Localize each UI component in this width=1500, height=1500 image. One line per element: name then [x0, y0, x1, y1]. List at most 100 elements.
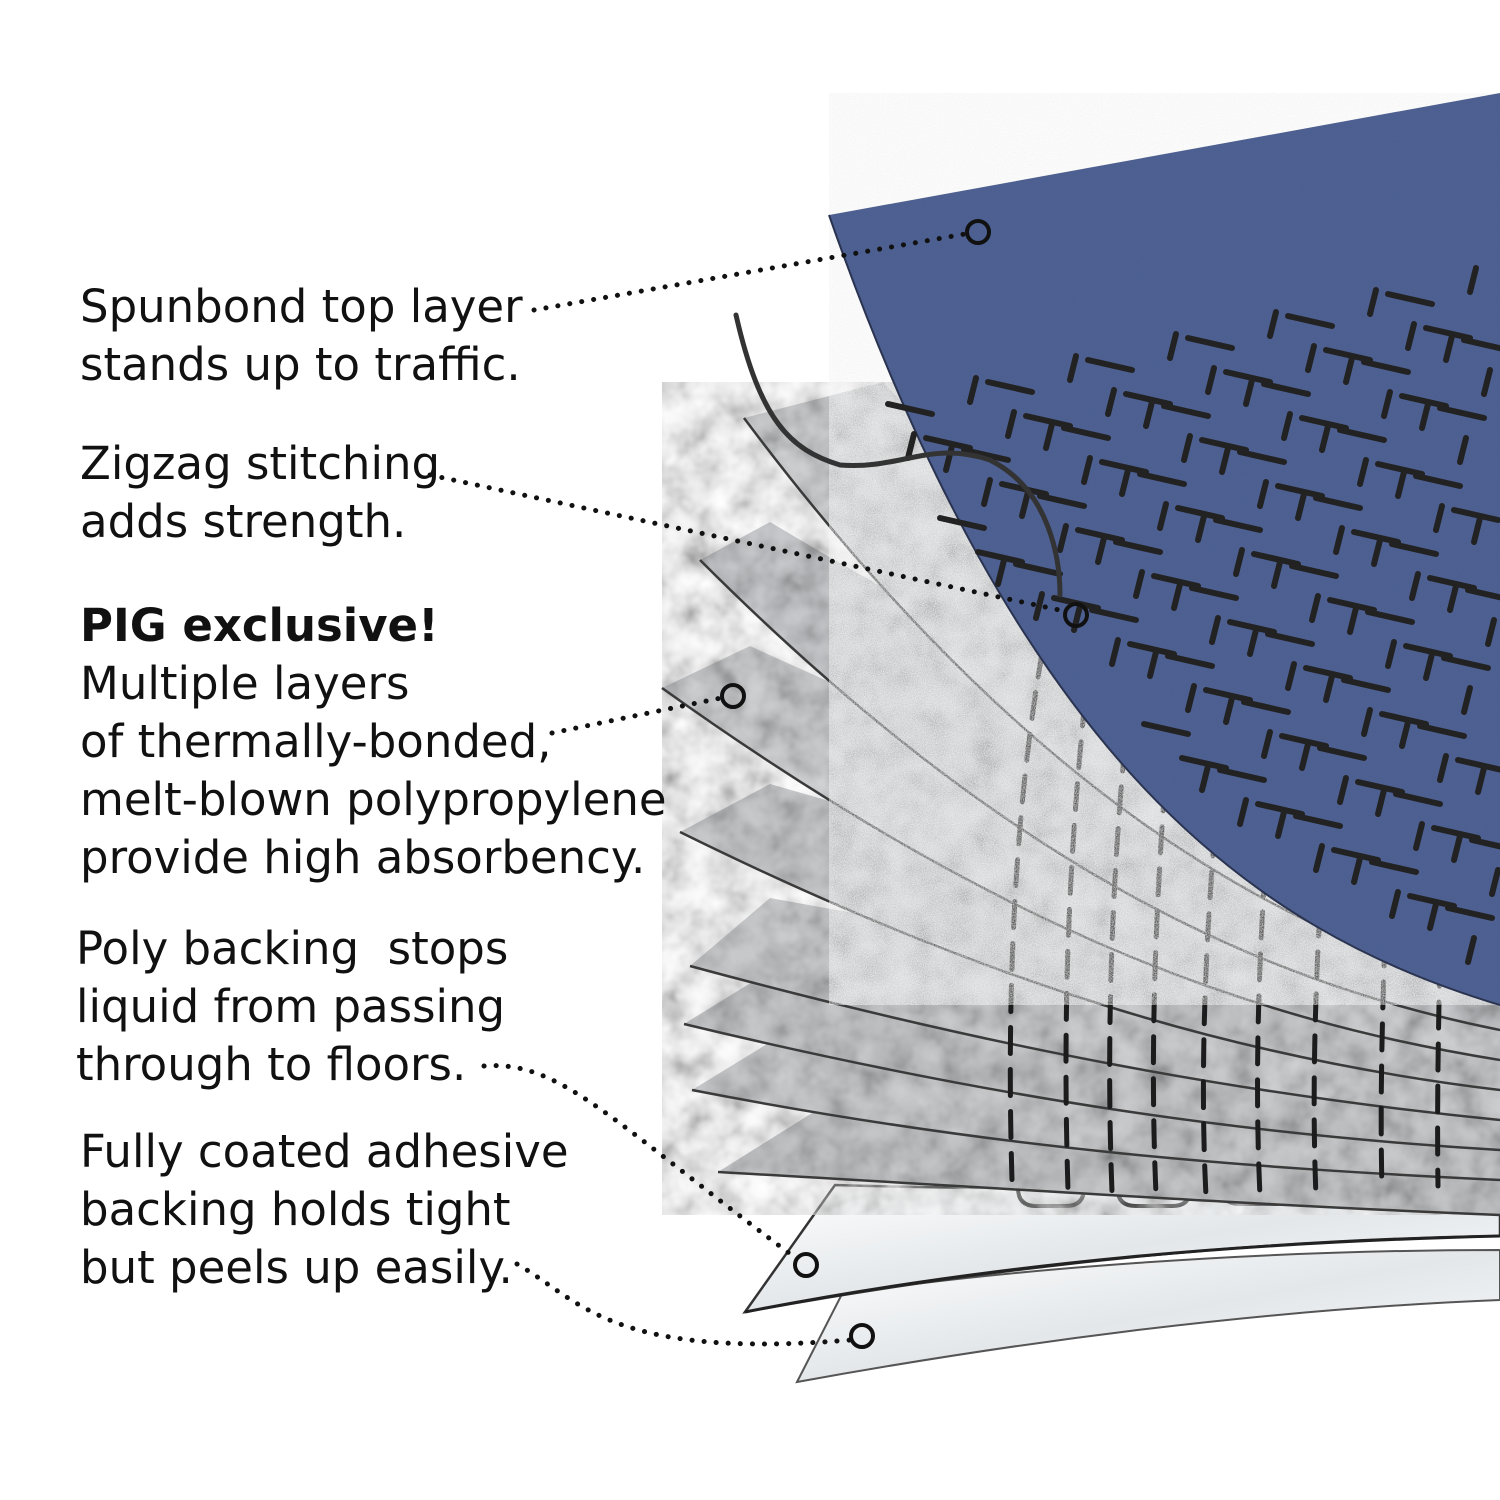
zigzag-stitch — [981, 477, 993, 507]
zigzag-stitch — [1261, 381, 1311, 397]
zigzag-stitch — [1237, 449, 1287, 465]
zigzag-stitch — [1433, 503, 1445, 533]
zigzag-stitch — [1285, 661, 1297, 691]
zigzag-stitch — [1343, 355, 1355, 385]
zigzag-stitch — [1013, 561, 1063, 577]
zigzag-stitch — [1393, 791, 1443, 807]
zigzag-stitch — [1313, 495, 1363, 511]
zigzag-stitch — [1327, 597, 1377, 613]
zigzag-stitch — [1057, 523, 1069, 553]
zigzag-stitch — [1285, 313, 1335, 329]
zigzag-stitch — [1267, 309, 1279, 339]
zigzag-stitch — [1141, 721, 1191, 737]
callout-poly-line-3: through to floors. — [76, 1038, 467, 1091]
callout-pig-line-4: provide high absorbency. — [80, 831, 646, 884]
zigzag-stitch — [1465, 935, 1477, 965]
zigzag-stitch — [1427, 901, 1439, 931]
zigzag-stitch — [1033, 591, 1045, 621]
zigzag-stitch — [1185, 335, 1235, 351]
zigzag-stitch — [1465, 587, 1500, 601]
zigzag-stitch — [995, 557, 1007, 587]
zigzag-stitch — [1467, 265, 1479, 295]
zigzag-stitch — [1369, 859, 1419, 875]
zigzag-stitch — [1157, 501, 1169, 531]
callout-zigzag-line-1: Zigzag stitching — [80, 437, 441, 490]
absorbent-layer-4 — [690, 898, 1500, 1120]
zigzag-stitch — [1419, 401, 1431, 431]
zigzag-stitch — [1475, 765, 1487, 795]
zigzag-stitch — [1299, 415, 1349, 431]
zigzag-stitch — [1075, 527, 1125, 543]
zigzag-stitch — [1109, 637, 1121, 667]
callout-poly: Poly backing stops liquid from passing t… — [76, 920, 508, 1094]
zigzag-stitch — [1275, 483, 1325, 499]
zigzag-stitch — [1313, 843, 1325, 873]
zigzag-stitch — [1323, 673, 1335, 703]
zigzag-stitch — [1445, 905, 1495, 921]
zigzag-stitch — [1099, 459, 1149, 475]
marker-poly — [793, 1252, 819, 1278]
zigzag-stitch — [1085, 357, 1135, 373]
zigzag-stitch — [923, 435, 973, 451]
zigzag-stitch — [1185, 683, 1197, 713]
zigzag-stitch — [1243, 377, 1255, 407]
zigzag-stitch — [1095, 535, 1107, 565]
leader-adhesive — [514, 1261, 853, 1347]
zigzag-stitch — [1471, 515, 1483, 545]
zigzag-stitch — [1399, 393, 1449, 409]
callout-adhesive: Fully coated adhesive backing holds tigh… — [80, 1123, 569, 1297]
zigzag-stitch — [1367, 287, 1379, 317]
zigzag-stitch — [1389, 889, 1401, 919]
zigzag-stitch — [985, 379, 1035, 395]
zigzag-stitch — [1023, 413, 1073, 429]
callout-zigzag: Zigzag stitching adds strength. — [80, 435, 440, 551]
spunbond-top-layer — [829, 93, 1500, 1005]
zigzag-stitch — [1413, 473, 1463, 489]
zigzag-stitch — [1165, 653, 1215, 669]
zigzag-stitch — [943, 443, 955, 473]
zigzag-stitch — [1385, 639, 1397, 669]
zigzag-stitch — [1265, 631, 1315, 647]
callout-pig-line-2: of thermally-bonded, — [80, 715, 552, 768]
marker-spunbond — [965, 219, 991, 245]
zigzag-stitch — [1133, 569, 1145, 599]
zigzag-stitch — [1081, 455, 1093, 485]
zigzag-stitch — [1399, 719, 1411, 749]
leader-lines — [427, 231, 1067, 1347]
zigzag-stitch — [1299, 741, 1311, 771]
zigzag-stitch — [1423, 325, 1473, 341]
zigzag-stitch — [1167, 331, 1179, 361]
zigzag-stitch — [975, 549, 1025, 565]
callout-pig-line-3: melt-blown polypropylene — [80, 773, 667, 826]
callout-adhesive-line-3: but peels up easily. — [80, 1241, 513, 1294]
zigzag-stitch — [1171, 581, 1183, 611]
zigzag-stitch — [1089, 607, 1139, 623]
callout-pig-heading: PIG exclusive! — [80, 599, 439, 652]
zigzag-stitch — [1123, 391, 1173, 407]
leader-pig — [549, 695, 724, 736]
leader-spunbond — [531, 231, 968, 313]
zigzag-stitch — [1457, 435, 1469, 465]
zigzag-stitch — [1317, 745, 1367, 761]
zigzag-stitch — [967, 375, 979, 405]
zigzag-stitch — [1361, 707, 1373, 737]
zigzag-stitch — [1217, 767, 1267, 783]
zigzag-stitch — [1223, 369, 1273, 385]
zigzag-stitch — [905, 431, 917, 461]
zigzag-stitch — [1237, 797, 1249, 827]
zigzag-stitch — [1405, 321, 1417, 351]
zigzag-stitch — [1437, 753, 1449, 783]
zigzag-stitch — [1223, 695, 1235, 725]
vertical-stitching — [1007, 607, 1443, 1199]
zigzag-stitch — [1043, 421, 1055, 451]
zigzag-stitch — [1199, 763, 1211, 793]
zigzag-stitch — [1461, 337, 1500, 352]
zigzag-stitch — [1347, 605, 1359, 635]
zigzag-stitch — [1151, 573, 1201, 589]
absorbent-layer-edges — [661, 417, 1500, 1217]
zigzag-stitch — [1127, 641, 1177, 657]
callout-pig: PIG exclusive! Multiple layers of therma… — [80, 597, 667, 887]
callout-markers — [720, 219, 1089, 1349]
zigzag-stitch — [1489, 867, 1500, 897]
zigzag-stitch — [1361, 359, 1411, 375]
